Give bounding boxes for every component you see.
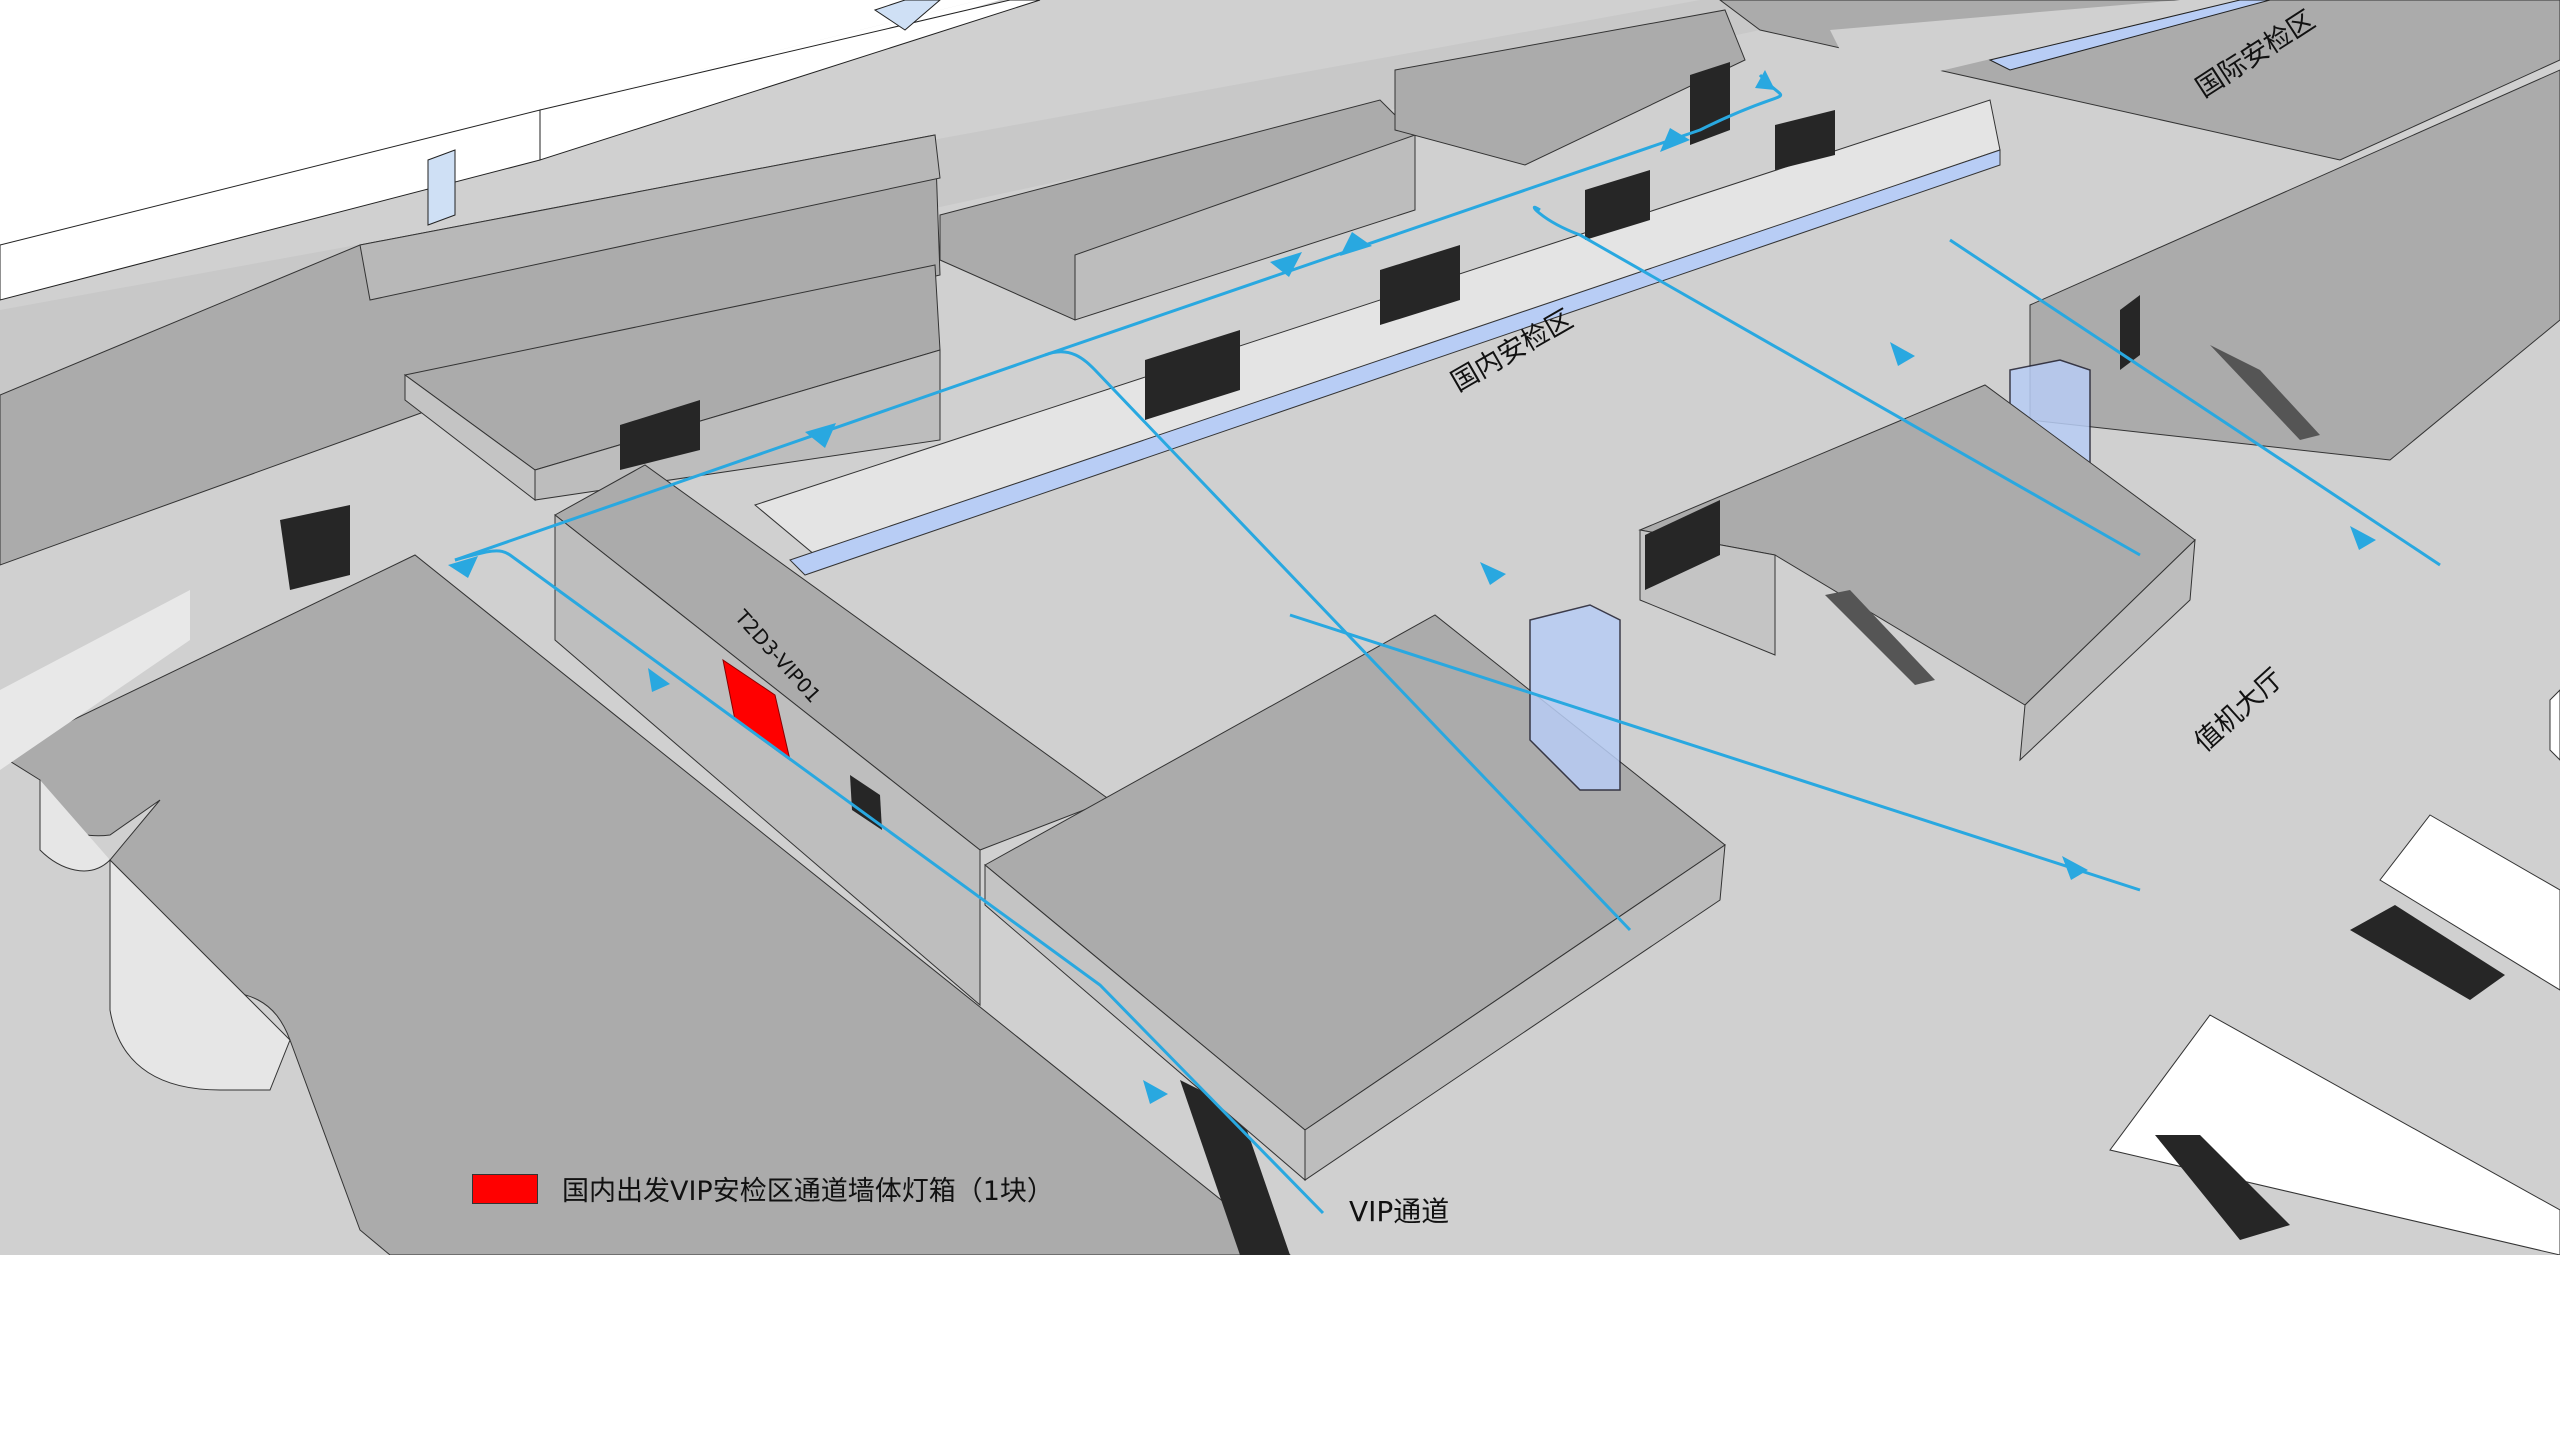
white-block-2 (2109, 1014, 2560, 1255)
flow-lines (454, 74, 2441, 1215)
arrow-icon (1890, 342, 1915, 366)
mid-top-building-front (1074, 134, 1416, 321)
white-block-2-panel (2155, 1135, 2290, 1240)
white-block-1-panel (2350, 905, 2505, 1000)
vip-channel-label: VIP通道 (1349, 1195, 1450, 1228)
center-block-front (1304, 843, 1726, 1181)
security-screen-1 (1145, 330, 1240, 420)
arrow-icon (1270, 252, 1302, 277)
dark-panel-7 (1645, 500, 1720, 590)
escalator-mid (1825, 590, 1935, 685)
domestic-security-glass (789, 149, 2001, 576)
security-screen-4 (1775, 110, 1835, 170)
arrow-icon (1340, 232, 1372, 256)
arrow-icon (1755, 70, 1775, 90)
bottom-blank-area (0, 1255, 2560, 1440)
top-right-building (1394, 9, 1746, 166)
large-left-building-curve (109, 858, 291, 1091)
domestic-cross-flow-2 (1532, 205, 2141, 557)
escalator-left (0, 590, 190, 770)
arrow-icon (448, 556, 478, 578)
arrow-icon (1660, 128, 1690, 152)
dark-panel-4 (2120, 295, 2140, 370)
legend-label: 国内出发VIP安检区通道墙体灯箱（1块） (562, 1176, 1054, 1207)
white-block-3 (2549, 689, 2560, 761)
upper-white-block-2 (539, 0, 1041, 161)
checkin-flow-2 (1289, 613, 2141, 892)
dark-panel-6 (1180, 1080, 1290, 1255)
back-left-building-ridge (359, 134, 941, 301)
legend: 国内出发VIP安检区通道墙体灯箱（1块） (472, 1169, 1054, 1208)
airport-3d-scene: 国内安检区 国际安检区 值机大厅 T2D3-VIP01 VIP通道 国内出发VI… (0, 0, 2560, 1255)
dark-panel-1 (620, 400, 700, 470)
escalator-right (2210, 345, 2320, 440)
scene-graphics (0, 0, 2560, 1255)
checkin-flow (1949, 238, 2441, 567)
arrow-icon (2062, 856, 2088, 880)
arrow-icon (2350, 526, 2376, 550)
domestic-cross-flow-1 (1044, 350, 1632, 932)
legend-swatch-red (472, 1173, 538, 1204)
arrow-icon (1143, 1080, 1168, 1104)
white-block-1 (2379, 814, 2560, 991)
large-left-building-curve-2 (39, 780, 111, 872)
arrow-icon (805, 423, 836, 448)
flow-arrowheads (448, 70, 2376, 1104)
mid-right-building-front (2019, 538, 2196, 762)
international-security-lanes (1988, 0, 2271, 71)
dark-panel-2 (280, 505, 350, 590)
vip-building-wall (554, 513, 981, 1007)
arrow-icon (648, 668, 670, 692)
dark-panel-5 (850, 775, 882, 830)
arrow-icon (1480, 562, 1506, 585)
security-screen-2 (1380, 245, 1460, 325)
glass-elevator-1 (1529, 604, 1621, 791)
glass-link-2 (873, 0, 941, 31)
international-security-floor (1830, 0, 2240, 90)
dark-panel-3 (1690, 62, 1730, 145)
security-screen-3 (1585, 170, 1650, 240)
glass-link-1 (427, 149, 456, 226)
